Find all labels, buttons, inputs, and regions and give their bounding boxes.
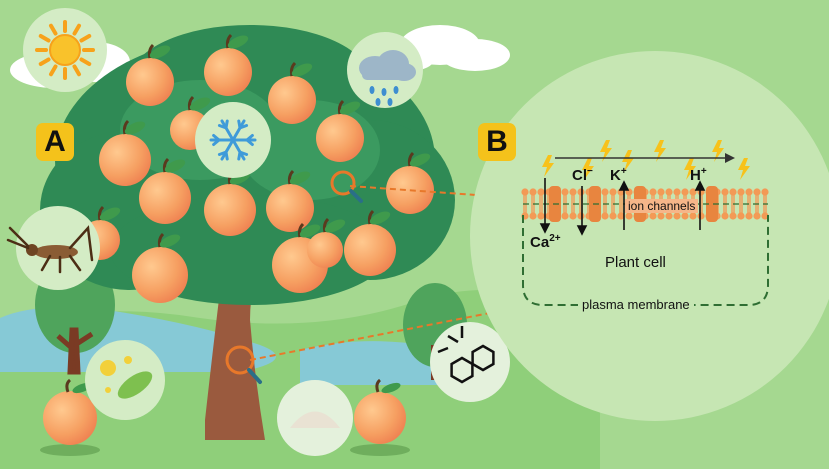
- ion-charge: +: [700, 166, 707, 177]
- cell-zoom-circle: [470, 51, 829, 421]
- lightning-icons: [542, 140, 750, 180]
- rain-cloud-icon: [347, 32, 423, 108]
- lightning-icon: [622, 150, 634, 172]
- plant-cell-label: Plant cell: [605, 254, 666, 271]
- peach: [139, 157, 191, 224]
- leader-line: [349, 185, 491, 197]
- lightning-icon: [684, 158, 696, 180]
- ion-channels-label: ion channels: [625, 199, 699, 213]
- lightning-icon: [738, 158, 750, 180]
- powder-icon: [277, 380, 353, 456]
- peach: [132, 232, 188, 303]
- ion-label-k: K+: [610, 166, 627, 184]
- ion-symbol: H: [690, 167, 701, 184]
- snowflake-icon: [195, 102, 271, 178]
- ion-symbol: Cl: [572, 167, 587, 184]
- panel-label-b: B: [478, 123, 516, 161]
- magnifier-icon: [330, 170, 363, 203]
- lightning-icon: [712, 140, 724, 162]
- ion-charge: 2+: [549, 233, 561, 244]
- peach: [99, 119, 151, 186]
- peach: [307, 217, 346, 268]
- chemical-molecule-icon: [430, 322, 510, 402]
- magnifier-icon: [225, 345, 262, 384]
- lightning-icon: [654, 140, 666, 162]
- ion-label-h: H+: [690, 166, 707, 184]
- plasma-membrane-label: plasma membrane: [578, 297, 694, 312]
- peach: [316, 99, 364, 162]
- ion-symbol: Ca: [530, 234, 550, 251]
- sun-icon: [23, 8, 107, 92]
- ion-symbol: K: [610, 167, 621, 184]
- cell-membrane: [521, 186, 769, 222]
- peach: [344, 209, 396, 276]
- microbe-icon: [85, 340, 165, 420]
- peach: [266, 169, 314, 232]
- peaches: [80, 33, 434, 303]
- lightning-icon: [600, 140, 612, 162]
- panel-label-a: A: [36, 123, 74, 161]
- leader-line: [249, 311, 496, 361]
- ion-label-ca: Ca2+: [530, 233, 561, 251]
- peach: [268, 61, 316, 124]
- plasma-membrane-outline: [522, 215, 769, 306]
- ion-label-cl: Cl−: [572, 166, 593, 184]
- peach: [204, 33, 252, 96]
- lightning-icon: [582, 158, 594, 180]
- ion-charge: +: [620, 166, 627, 177]
- peach: [126, 43, 174, 106]
- cricket-icon: [6, 206, 100, 290]
- ground-peach: [350, 378, 410, 456]
- ion-charge: −: [587, 166, 593, 177]
- ion-flux-arrows: [539, 178, 706, 236]
- lightning-icon: [542, 155, 554, 177]
